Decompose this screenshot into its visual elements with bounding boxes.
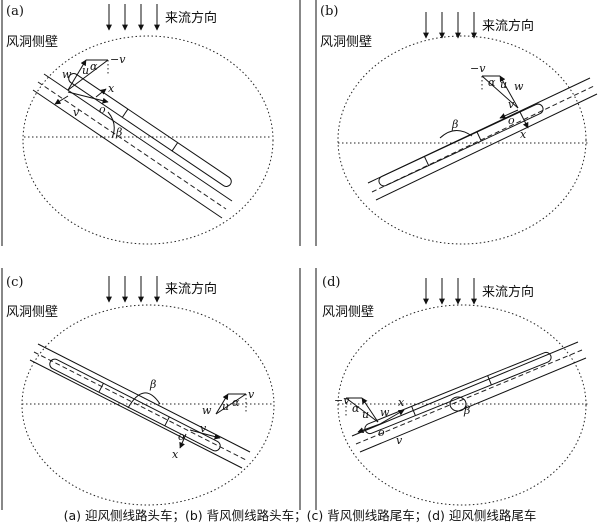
turntable-ellipse-a: [22, 35, 274, 245]
figure-caption: (a) 迎风侧线路头车；(b) 背风侧线路头车；(c) 背风侧线路尾车；(d) …: [64, 508, 537, 523]
track-centerline-c: [33, 351, 247, 461]
symbol-w-d: w: [380, 406, 390, 419]
flow-arrows-b: [423, 12, 477, 39]
symbol-o-a: o: [99, 103, 106, 116]
flow-arrows-a: [106, 4, 160, 31]
symbol-beta-a: β: [115, 126, 122, 139]
symbol-alpha-b: α: [488, 76, 496, 89]
symbol-v-b: v: [508, 98, 515, 111]
panel-label-a: (a): [6, 4, 24, 19]
symbol-w-b: w: [514, 80, 524, 93]
symbol-neg-v-d: −v: [334, 394, 350, 407]
velocity-triangle-d: −v α u w x o v β: [334, 394, 470, 447]
track-centerline-a: [37, 81, 227, 210]
symbol-o-b: o: [508, 114, 515, 127]
symbol-neg-v-b: −v: [470, 62, 486, 75]
symbol-u-c: u: [222, 400, 229, 413]
track-a: [32, 73, 233, 219]
symbol-o-c: o: [178, 430, 185, 443]
track-d: [351, 341, 587, 453]
panel-label-b: (b): [320, 4, 338, 19]
velocity-triangle-c: w u α v v o x β: [127, 378, 255, 461]
turntable-ellipse-b: [337, 35, 587, 245]
symbol-u-b: u: [500, 78, 507, 91]
train-a: [68, 73, 232, 187]
wall-label-d: 风洞侧壁: [322, 305, 374, 320]
turntable-ellipse-d: [337, 304, 587, 506]
symbol-v-c: v: [200, 422, 207, 435]
flow-arrows-d: [423, 278, 477, 305]
symbol-u-d: u: [362, 408, 369, 421]
symbol-beta-d: β: [463, 404, 470, 417]
symbol-alpha-a: α: [90, 60, 98, 73]
symbol-v-a: v: [73, 106, 80, 119]
symbol-w-c: w: [202, 404, 212, 417]
symbol-beta-b: β: [451, 118, 458, 131]
symbol-x-d: x: [398, 396, 405, 409]
symbol-v-d: v: [396, 434, 403, 447]
wall-label-c: 风洞侧壁: [6, 305, 58, 320]
flow-label-c: 来流方向: [165, 281, 217, 297]
symbol-x-c: x: [172, 448, 179, 461]
wall-label-b: 风洞侧壁: [320, 35, 372, 50]
flow-label-d: 来流方向: [482, 284, 534, 300]
symbol-u-a: u: [82, 64, 89, 77]
symbol-neg-v-a: −v: [110, 53, 126, 66]
panel-label-d: (d): [322, 275, 340, 290]
symbol-x-b: x: [520, 128, 527, 141]
symbol-alpha-d: α: [352, 402, 360, 415]
wall-label-a: 风洞侧壁: [6, 35, 58, 50]
track-centerline-d: [355, 349, 583, 445]
train-c: [49, 358, 221, 452]
velocity-triangle-b: −v α u w v o x β: [439, 62, 529, 141]
flow-label-a: 来流方向: [165, 10, 217, 26]
symbol-o-d: o: [378, 426, 385, 439]
train-d: [364, 351, 552, 435]
panel-label-c: (c): [6, 275, 23, 290]
symbol-beta-c: β: [149, 378, 156, 391]
symbol-alpha-c: α: [232, 396, 240, 409]
train-b: [378, 103, 544, 187]
turntable-ellipse-c: [21, 304, 275, 506]
symbol-neg-v-c: v: [248, 388, 255, 401]
panel-d: (d) 风洞侧壁 来流方向 −v α: [315, 268, 588, 510]
flow-arrows-c: [106, 276, 160, 303]
panel-c: (c) 风洞侧壁 来流方向 w u: [1, 268, 275, 510]
panel-a: (a) 风洞侧壁 来流方向 w: [1, 0, 274, 246]
velocity-triangle-a: w u α −v x v o β: [54, 53, 126, 139]
symbol-w-a: w: [62, 68, 72, 81]
flow-label-b: 来流方向: [482, 18, 534, 34]
symbol-x-a: x: [108, 82, 115, 95]
panel-b: (b) 风洞侧壁 来流方向 −v α: [315, 0, 598, 246]
track-b: [367, 77, 598, 201]
